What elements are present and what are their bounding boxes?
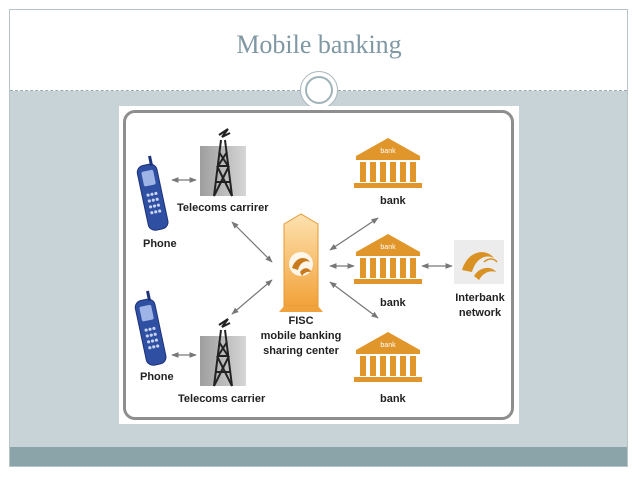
interbank-network-icon bbox=[454, 240, 504, 284]
bank-top-sign: bank bbox=[380, 148, 396, 155]
tower-bottom-icon bbox=[200, 318, 246, 387]
slide-title: Mobile banking bbox=[236, 30, 402, 59]
bank-bottom-label: bank bbox=[380, 393, 406, 405]
title-medallion-ring bbox=[305, 76, 333, 104]
phone-bottom-icon bbox=[134, 290, 167, 366]
bank-bottom-sign: bank bbox=[380, 342, 396, 349]
carrier-top-label: Telecoms carrirer bbox=[177, 202, 269, 214]
arrow-fisc-bank-bottom bbox=[329, 281, 379, 319]
phone-top-label: Phone bbox=[143, 238, 177, 250]
carrier-bottom-label: Telecoms carrier bbox=[178, 393, 266, 405]
diagram-frame bbox=[123, 110, 514, 420]
interbank-label-line1: Interbank bbox=[455, 292, 505, 304]
fisc-label-line3: sharing center bbox=[263, 345, 339, 357]
connector-arrows bbox=[171, 177, 453, 358]
fisc-label-line2: mobile banking bbox=[260, 330, 342, 342]
interbank-label-line2: network bbox=[458, 307, 502, 319]
phone-top-icon bbox=[136, 155, 169, 231]
fisc-label-line1: FISC bbox=[288, 315, 314, 327]
bank-top-label: bank bbox=[380, 195, 406, 207]
title-rule-left bbox=[10, 90, 300, 91]
slide-border bbox=[9, 9, 628, 467]
bank-middle-icon: bank bbox=[354, 234, 422, 284]
bottom-band bbox=[10, 447, 627, 466]
tower-top-icon bbox=[200, 128, 246, 197]
bank-bottom-icon: bank bbox=[354, 332, 422, 382]
fisc-building-icon bbox=[279, 213, 323, 312]
phone-bottom-label: Phone bbox=[140, 371, 174, 383]
bank-middle-sign: bank bbox=[380, 244, 396, 251]
bank-top-icon: bank bbox=[354, 138, 422, 188]
arrow-carrier-bottom-fisc bbox=[231, 279, 273, 315]
bank-middle-label: bank bbox=[380, 297, 406, 309]
arrow-carrier-top-fisc bbox=[231, 221, 273, 263]
title-rule-right bbox=[338, 90, 627, 91]
arrow-fisc-bank-top bbox=[329, 217, 379, 251]
